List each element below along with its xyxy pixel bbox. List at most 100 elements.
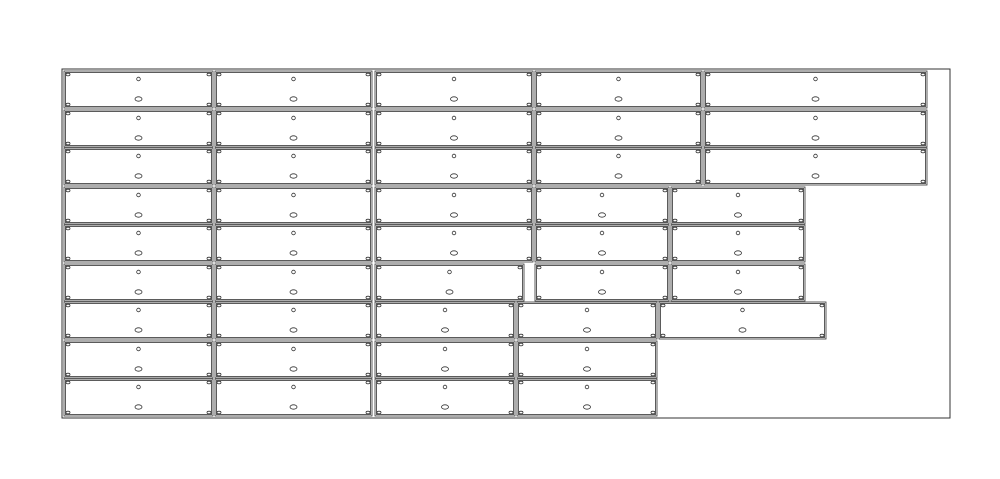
corner-hole xyxy=(819,303,825,308)
panel-inner-outline xyxy=(216,149,371,184)
corner-hole xyxy=(65,256,71,261)
panel-inner-outline xyxy=(376,303,514,338)
corner-hole xyxy=(695,179,701,184)
panels-group xyxy=(63,70,928,417)
corner-hole xyxy=(376,333,382,338)
panel-outline xyxy=(63,340,214,379)
corner-hole xyxy=(216,72,222,77)
corner-hole xyxy=(365,102,371,107)
center-hole xyxy=(291,346,296,352)
panel-inner-outline xyxy=(376,342,514,377)
corner-hole xyxy=(65,342,71,347)
slot-hole xyxy=(811,173,820,179)
panel-outline xyxy=(516,378,658,417)
slot-hole xyxy=(134,366,143,372)
panel xyxy=(214,70,373,109)
corner-hole xyxy=(365,149,371,154)
corner-hole xyxy=(206,218,212,223)
slot-hole xyxy=(598,289,606,295)
panel-outline xyxy=(63,186,214,225)
center-hole xyxy=(136,269,141,275)
corner-hole xyxy=(536,149,542,154)
slot-hole xyxy=(289,366,298,372)
corner-hole xyxy=(65,410,71,415)
corner-hole xyxy=(705,102,711,107)
panel-outline xyxy=(374,263,525,302)
center-hole xyxy=(584,307,590,313)
center-hole xyxy=(451,192,457,198)
center-hole xyxy=(813,115,818,121)
corner-hole xyxy=(376,256,382,261)
corner-hole xyxy=(705,111,711,116)
corner-hole xyxy=(660,303,666,308)
panel xyxy=(374,147,534,186)
panel-inner-outline xyxy=(705,111,926,146)
panel-outline xyxy=(374,378,516,417)
center-hole xyxy=(451,230,457,236)
corner-hole xyxy=(65,218,71,223)
panel-inner-outline xyxy=(376,111,532,146)
corner-hole xyxy=(508,333,514,338)
slot-hole xyxy=(134,96,143,102)
panel xyxy=(63,186,214,225)
panel-outline xyxy=(534,109,703,148)
panel-outline xyxy=(516,301,658,340)
corner-hole xyxy=(508,303,514,308)
center-hole xyxy=(599,269,605,275)
panel-inner-outline xyxy=(518,380,656,415)
slot-hole xyxy=(289,212,298,218)
corner-hole xyxy=(508,380,514,385)
corner-hole xyxy=(376,149,382,154)
corner-hole xyxy=(206,295,212,300)
center-hole xyxy=(442,307,448,313)
center-hole xyxy=(136,153,141,159)
slot-hole xyxy=(598,250,606,256)
panel-outline xyxy=(670,263,806,302)
panel-outline xyxy=(534,186,670,225)
panel-inner-outline xyxy=(65,111,212,146)
panel-outline xyxy=(374,224,534,263)
center-hole xyxy=(813,153,818,159)
corner-hole xyxy=(65,111,71,116)
center-hole xyxy=(735,192,741,198)
panel-outline xyxy=(374,70,534,109)
center-hole xyxy=(136,192,141,198)
corner-hole xyxy=(216,372,222,377)
panel-inner-outline xyxy=(216,303,371,338)
panel xyxy=(214,263,373,302)
panel xyxy=(214,109,373,148)
corner-hole xyxy=(365,380,371,385)
corner-hole xyxy=(662,226,668,231)
slot-hole xyxy=(289,135,298,141)
center-hole xyxy=(291,76,296,82)
corner-hole xyxy=(526,149,532,154)
corner-hole xyxy=(216,179,222,184)
corner-hole xyxy=(662,188,668,193)
corner-hole xyxy=(376,410,382,415)
slot-hole xyxy=(445,289,454,295)
panel xyxy=(516,378,658,417)
corner-hole xyxy=(517,295,523,300)
panel-outline xyxy=(63,224,214,263)
corner-hole xyxy=(662,218,668,223)
corner-hole xyxy=(365,226,371,231)
panel-outline xyxy=(703,109,928,148)
center-hole xyxy=(136,384,141,390)
corner-hole xyxy=(206,149,212,154)
corner-hole xyxy=(695,111,701,116)
corner-hole xyxy=(365,342,371,347)
slot-hole xyxy=(614,135,623,141)
corner-hole xyxy=(518,372,524,377)
corner-hole xyxy=(518,333,524,338)
panel xyxy=(534,186,670,225)
corner-hole xyxy=(216,295,222,300)
slot-hole xyxy=(134,135,143,141)
slot-hole xyxy=(450,96,458,102)
corner-hole xyxy=(206,226,212,231)
corner-hole xyxy=(216,342,222,347)
corner-hole xyxy=(705,179,711,184)
corner-hole xyxy=(206,372,212,377)
corner-hole xyxy=(365,333,371,338)
center-hole xyxy=(813,76,818,82)
corner-hole xyxy=(65,372,71,377)
